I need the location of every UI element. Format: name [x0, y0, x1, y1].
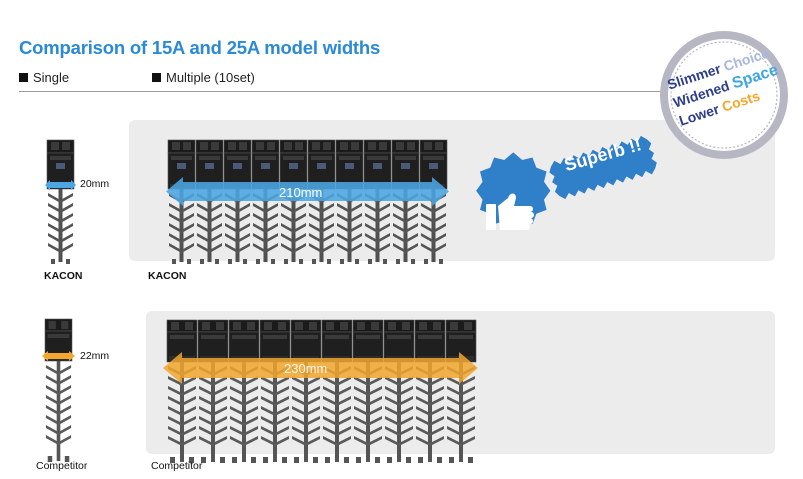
- kacon-single-relay: [46, 139, 75, 264]
- competitor-multi-relays: [166, 319, 477, 463]
- header-divider: [19, 91, 669, 92]
- competitor-multi-width-label: 230mm: [284, 361, 328, 376]
- competitor-single-label: Competitor: [36, 460, 88, 472]
- kacon-multi-width-label: 210mm: [279, 185, 323, 200]
- competitor-multi-label: Competitor: [151, 460, 203, 472]
- bullet-square-icon: [19, 73, 28, 82]
- competitor-single-relay: [44, 318, 73, 462]
- kacon-single-width-label: 20mm: [80, 178, 110, 190]
- kacon-multi-label: KACON: [148, 270, 187, 282]
- page-title: Comparison of 15A and 25A model widths: [19, 37, 381, 58]
- kacon-single-label: KACON: [44, 270, 83, 282]
- seal-icon: [660, 31, 788, 159]
- kacon-single-width-arrow: [45, 180, 76, 190]
- competitor-multi-width-arrow: [163, 352, 478, 384]
- thumbs-up-icon: [476, 152, 551, 230]
- multiple-header: Multiple (10set): [152, 70, 255, 85]
- kacon-multi-width-arrow: [166, 177, 449, 206]
- kacon-multi-relays: [167, 139, 448, 264]
- competitor-single-width-label: 22mm: [80, 350, 110, 362]
- bullet-square-icon: [152, 73, 161, 82]
- superb-badge: [549, 135, 657, 200]
- competitor-single-width-arrow: [42, 351, 75, 361]
- single-header: Single: [19, 70, 69, 85]
